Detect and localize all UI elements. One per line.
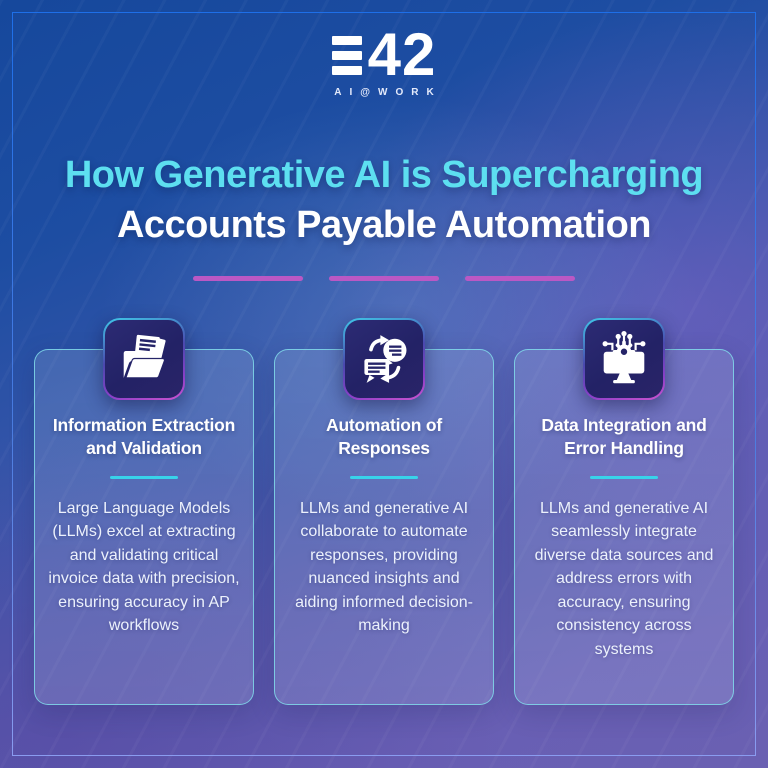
card-title: Automation of Responses	[275, 414, 493, 460]
card-information-extraction: Information Extraction and Validation La…	[34, 320, 254, 706]
card-title-line1: Automation of	[326, 415, 442, 436]
card-automation-of-responses: Automation of Responses LLMs and generat…	[274, 320, 494, 706]
card-icon-tile	[103, 318, 185, 400]
title-divider-dashes	[0, 276, 768, 282]
card-icon-tile	[343, 318, 425, 400]
card-data-integration: Data Integration and Error Handling LLMs…	[514, 320, 734, 706]
card-title-line2: Responses	[338, 437, 430, 458]
folder-documents-icon	[123, 334, 166, 379]
page-title-line1: How Generative AI is Supercharging	[64, 153, 704, 196]
divider-dash	[465, 276, 575, 282]
feature-cards: Information Extraction and Validation La…	[0, 320, 768, 706]
logo-tagline: AI@WORK	[334, 86, 442, 98]
page-title-line2: Accounts Payable Automation	[116, 203, 652, 246]
divider-dash	[193, 276, 303, 282]
page-title: How Generative AI is Supercharging Accou…	[0, 150, 768, 250]
card-title-line2: Error Handling	[564, 437, 684, 458]
card-title-line1: Information Extraction	[52, 415, 236, 436]
divider-dash	[329, 276, 439, 282]
card-title-line2: and Validation	[86, 437, 202, 458]
card-title: Information Extraction and Validation	[35, 414, 253, 460]
card-divider	[590, 475, 658, 479]
logo-e-bars-icon	[331, 35, 362, 75]
card-icon-tile	[583, 318, 665, 400]
card-title-line1: Data Integration and	[541, 415, 707, 436]
card-body: Large Language Models (LLMs) excel at ex…	[48, 499, 240, 635]
card-divider	[350, 475, 418, 479]
card-title: Data Integration and Error Handling	[515, 414, 733, 460]
card-body: LLMs and generative AI seamlessly integr…	[534, 499, 714, 658]
e42-logo: 42 AI@WORK	[326, 21, 442, 98]
logo-number: 42	[367, 21, 437, 88]
monitor-gear-network-icon	[602, 331, 646, 384]
card-body: LLMs and generative AI collaborate to au…	[295, 499, 473, 635]
card-divider	[110, 475, 178, 479]
chat-exchange-icon	[364, 335, 407, 384]
